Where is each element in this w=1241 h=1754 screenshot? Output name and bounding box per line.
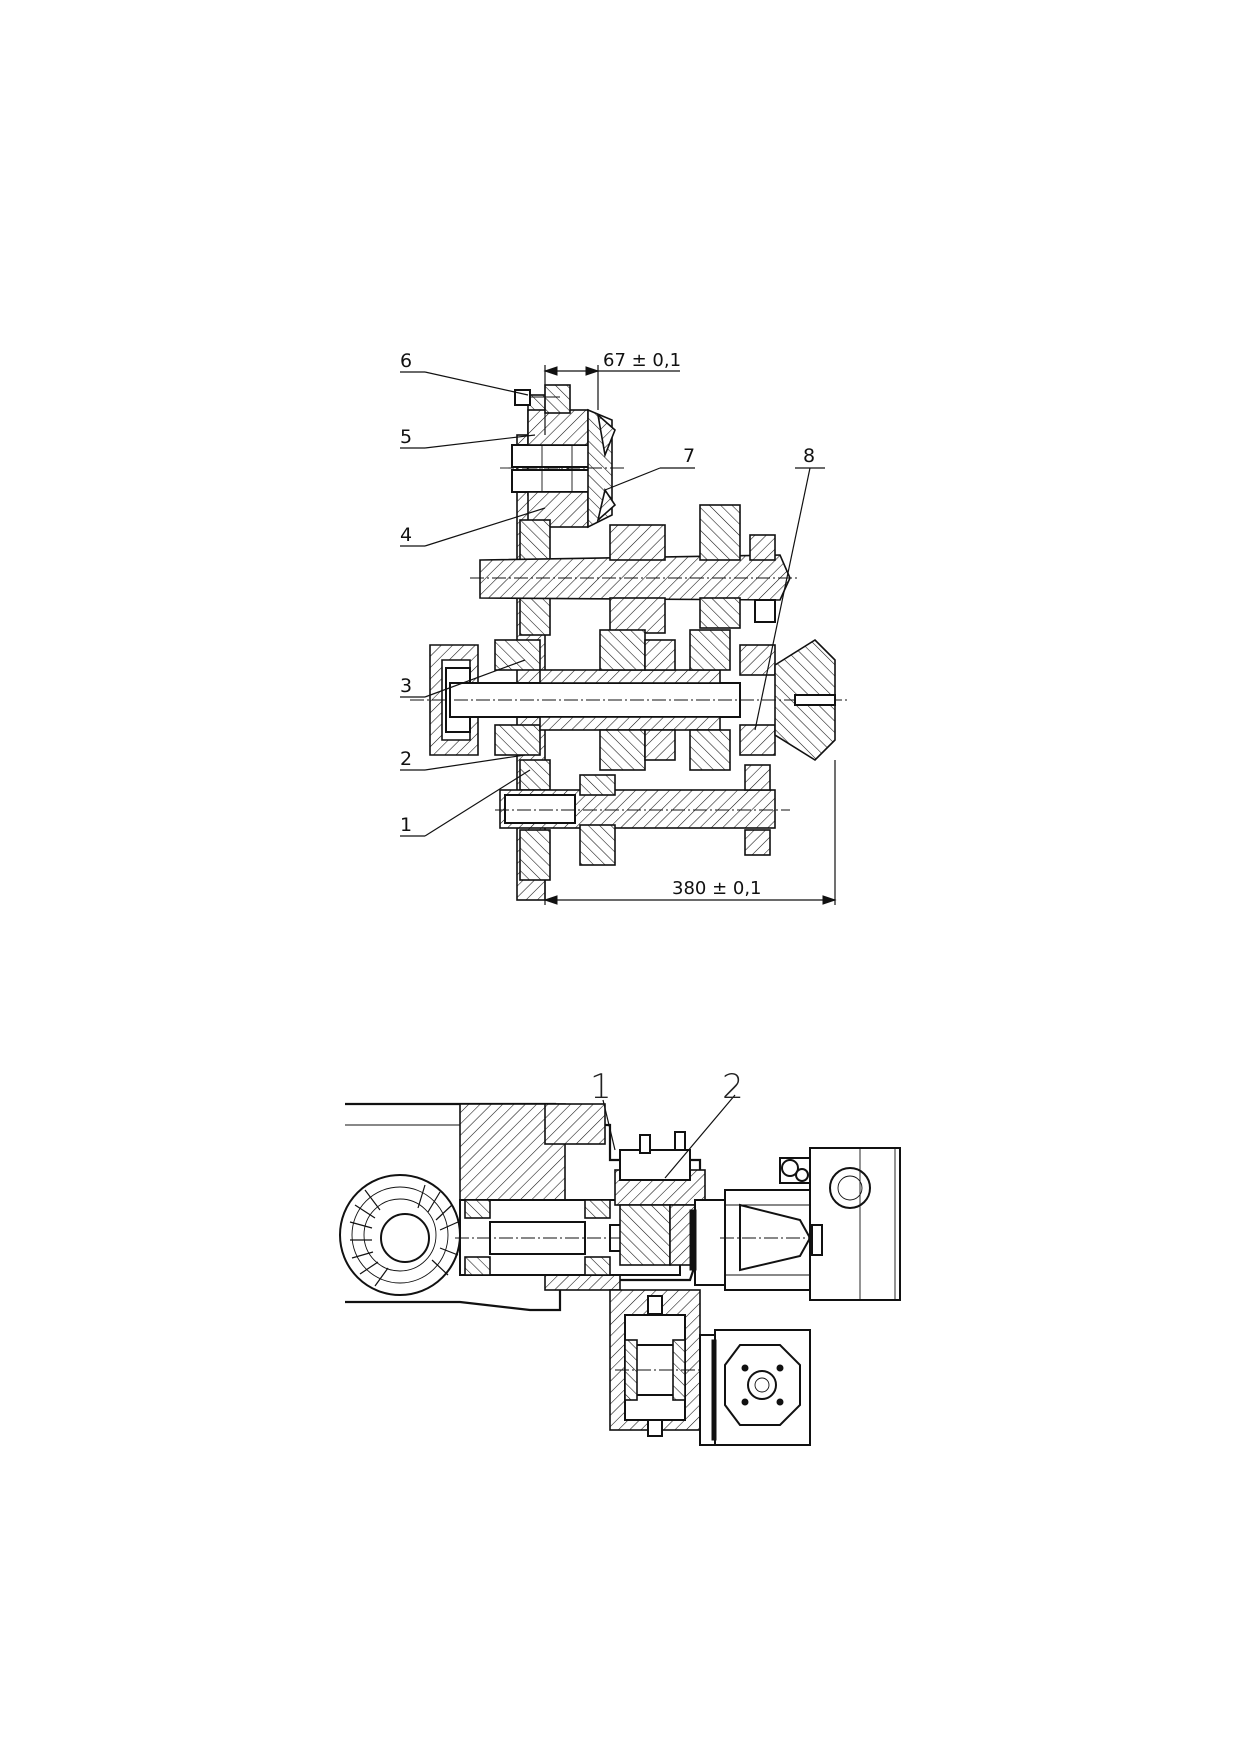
callout-6: 6	[400, 350, 412, 372]
main-shaft	[410, 629, 850, 771]
dimension-380	[543, 760, 837, 905]
callout-4: 4	[400, 524, 412, 546]
pump-drive-drawing: 1 2	[339, 1067, 901, 1446]
lower-shaft	[495, 759, 790, 881]
gearbox-section-drawing: 67 ± 0,1 380 ± 0,1	[400, 350, 850, 905]
dimension-top-label: 67 ± 0,1	[603, 350, 681, 371]
hydraulic-pump-lower	[699, 1329, 811, 1446]
callout-2: 2	[400, 748, 412, 770]
bottom-callout-2: 2	[722, 1067, 744, 1107]
coupling-gear	[614, 1131, 726, 1286]
dimension-67	[543, 365, 680, 435]
callout-3: 3	[400, 675, 412, 697]
callout-5: 5	[400, 426, 412, 448]
upper-shaft	[470, 504, 800, 636]
callout-8: 8	[803, 445, 815, 467]
lower-gear-housing	[609, 1289, 720, 1437]
leader-lines	[400, 371, 825, 837]
callout-1: 1	[400, 814, 412, 836]
leader-2-line	[664, 1094, 736, 1179]
dimension-bottom-label: 380 ± 0,1	[672, 878, 762, 899]
callout-7: 7	[683, 445, 695, 467]
bottom-callout-1: 1	[590, 1067, 612, 1107]
bevel-gear	[339, 1174, 461, 1296]
leader-1-line	[602, 1099, 616, 1151]
hydraulic-pump-upper	[720, 1147, 901, 1301]
